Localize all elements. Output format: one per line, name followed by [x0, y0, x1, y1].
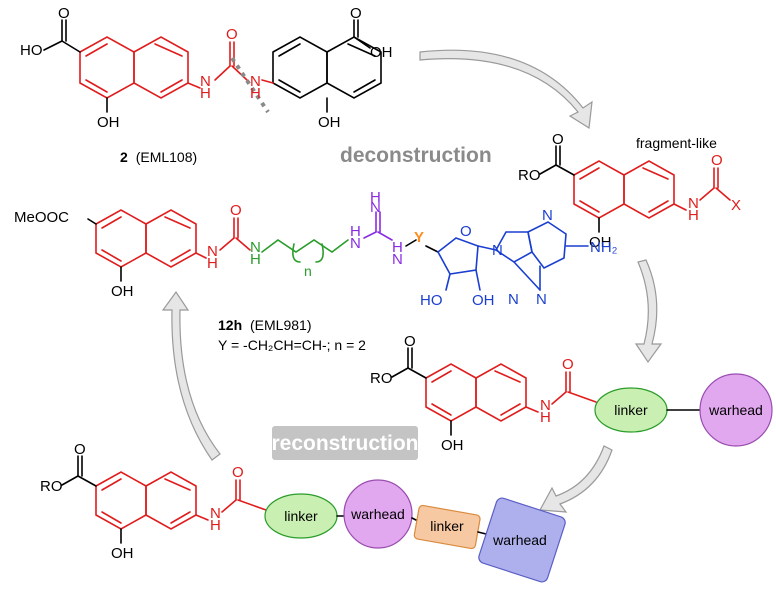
- double-nh-n: N: [210, 505, 221, 522]
- atom-12h-n7: N: [542, 207, 553, 224]
- fragment-ro: RO: [518, 167, 541, 184]
- single-linker-label: linker: [614, 402, 648, 418]
- atom-nh-2-h: H: [250, 85, 261, 102]
- atom-12h-n3: N: [508, 291, 519, 308]
- atom-12h-nh2-h: H: [250, 251, 261, 268]
- double-warhead-label-1: warhead: [350, 506, 405, 522]
- atom-12h-nh3-h: H: [350, 223, 361, 240]
- atom-12h-nh4-n: N: [370, 199, 381, 216]
- atom-12h-ho: HO: [420, 292, 443, 309]
- double-ro: RO: [40, 478, 63, 495]
- double-o: O: [74, 441, 86, 458]
- atom-12h-nh5-n: N: [392, 251, 403, 268]
- single-o: O: [404, 333, 416, 350]
- atom-12h-nh2-n: N: [250, 239, 261, 256]
- fragment-nh-n: N: [688, 195, 699, 212]
- atom-oh-left: OH: [97, 114, 120, 131]
- compound-2-structure: HO O OH H N O H N O OH OH: [20, 5, 393, 131]
- single-carbonyl-o: O: [562, 356, 574, 373]
- atom-12h-nh2: NH₂: [590, 239, 618, 256]
- single-construct: RO O OH H N O linker warhead: [370, 333, 773, 454]
- single-warhead-label: warhead: [708, 402, 763, 418]
- double-warhead-shape-1: [343, 479, 413, 549]
- double-oh: OH: [111, 545, 134, 562]
- double-warhead-label-2: warhead: [492, 532, 547, 548]
- atom-12h-oh2: OH: [472, 292, 495, 309]
- atom-12h-n9: N: [492, 242, 503, 259]
- arrow-reconstruction: [161, 290, 221, 461]
- double-construct: RO O OH H N O linker warhead linker warh…: [40, 441, 566, 583]
- atom-urea-o: O: [226, 26, 238, 43]
- compound-12h-code: (EML981): [250, 317, 311, 333]
- atom-12h-o: O: [230, 202, 242, 219]
- atom-12h-y: Y: [414, 229, 424, 246]
- atom-oh-right-acid: OH: [370, 44, 393, 61]
- compound-2-number: 2: [120, 149, 128, 165]
- single-warhead-shape: [699, 373, 773, 447]
- atom-12h-nh1-n: N: [207, 243, 218, 260]
- atom-12h-n-index: n: [304, 263, 312, 279]
- double-carbonyl-o: O: [232, 464, 244, 481]
- atom-o-right: O: [350, 5, 362, 22]
- fragment-nh-h: H: [688, 207, 699, 224]
- reconstruction-label: reconstruction: [271, 432, 418, 455]
- compound-2-code: (EML108): [136, 149, 197, 165]
- arrow-deconstruction: [419, 49, 593, 130]
- single-oh: OH: [441, 437, 464, 454]
- atom-12h-nh5-h: H: [392, 239, 403, 256]
- compound-2-label: 2 (EML108): [120, 149, 197, 165]
- arrow-fragment-to-construct: [634, 259, 663, 364]
- atom-oh-right: OH: [318, 114, 341, 131]
- atom-o-left: O: [58, 5, 70, 22]
- fragment-x: X: [731, 197, 741, 214]
- fragment-oh: OH: [589, 234, 612, 251]
- reconstruction-badge: [272, 426, 418, 460]
- single-nh-h: H: [540, 409, 551, 426]
- double-warhead-shape-2: [478, 497, 566, 583]
- atom-ho-left: HO: [20, 42, 43, 59]
- arrow-single-to-double: [539, 445, 613, 513]
- fragment-structure: RO O OH H N O X: [518, 131, 741, 251]
- atom-nh-1-h: H: [200, 85, 211, 102]
- atom-12h-nh3-n: N: [350, 235, 361, 252]
- atom-nh-1-n: N: [200, 73, 211, 90]
- double-linker-label-2: linker: [430, 518, 464, 534]
- atom-meooc: MeOOC: [14, 209, 69, 226]
- fragment-o: O: [552, 131, 564, 148]
- compound-12h-label: 12h (EML981): [218, 317, 311, 333]
- single-ro: RO: [370, 370, 393, 387]
- fragment-like-label: fragment-like: [636, 135, 717, 151]
- fragment-carbonyl-o: O: [711, 152, 723, 169]
- double-nh-h: H: [210, 517, 221, 534]
- atom-12h-nh4-h: H: [370, 189, 381, 206]
- atom-12h-ribose-o: O: [460, 223, 472, 240]
- deconstruction-label: deconstruction: [340, 144, 492, 167]
- compound-12h-definition: Y = -CH₂CH=CH-; n = 2: [218, 337, 366, 353]
- double-linker-label-1: linker: [284, 508, 318, 524]
- atom-12h-oh: OH: [111, 283, 134, 300]
- single-nh-n: N: [540, 397, 551, 414]
- atom-12h-nh1-h: H: [207, 255, 218, 272]
- atom-nh-2-n: N: [250, 73, 261, 90]
- compound-12h-number: 12h: [218, 317, 242, 333]
- compound-12h-structure: MeOOC OH H N O H N n H N H N H N Y O HO …: [14, 189, 618, 309]
- atom-12h-n1: N: [536, 291, 547, 308]
